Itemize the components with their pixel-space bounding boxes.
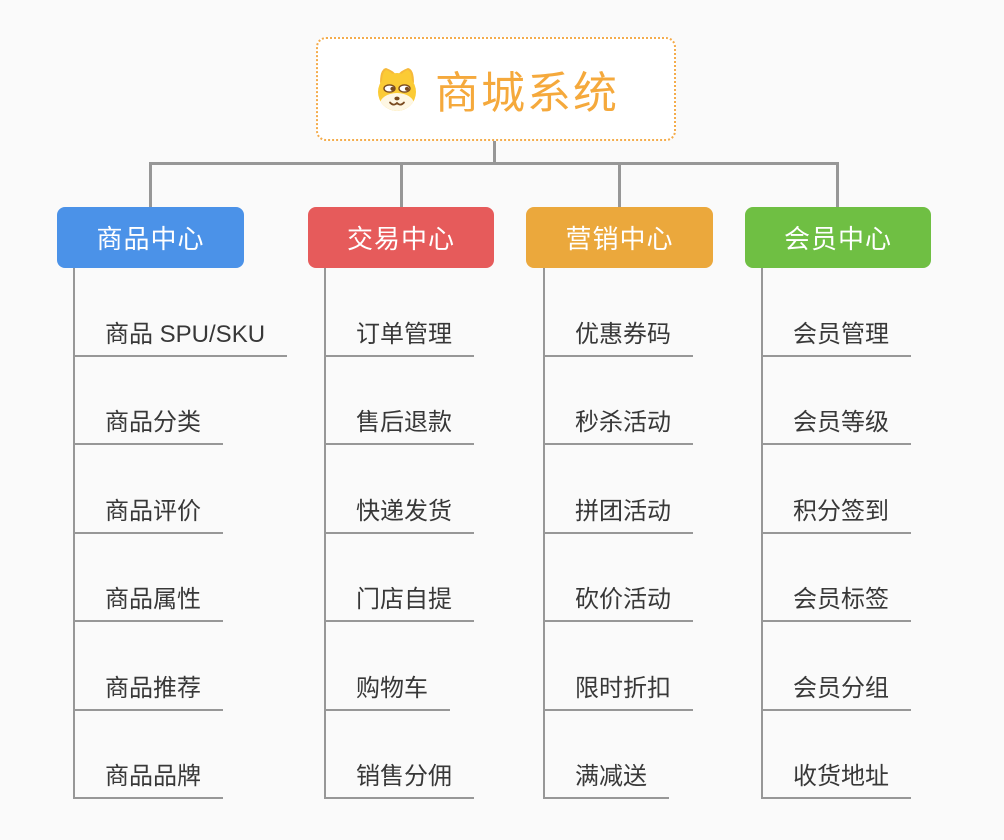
leaf-node-coupon-code[interactable]: 优惠券码	[543, 268, 693, 357]
connector-trunk-2	[324, 268, 326, 799]
leaf-node-product-review[interactable]: 商品评价	[73, 445, 223, 534]
leaf-node-order-management[interactable]: 订单管理	[324, 268, 474, 357]
leaf-node-product-attribute[interactable]: 商品属性	[73, 534, 223, 622]
leaf-node-time-limited-discount[interactable]: 限时折扣	[543, 622, 693, 711]
leaf-column-trade: 订单管理 售后退款 快递发货 门店自提 购物车 销售分佣	[324, 268, 474, 799]
root-title: 商城系统	[435, 69, 619, 118]
leaf-node-express-delivery[interactable]: 快递发货	[324, 445, 474, 534]
leaf-node-bargain-activity[interactable]: 砍价活动	[543, 534, 693, 622]
leaf-node-sales-commission[interactable]: 销售分佣	[324, 711, 474, 799]
leaf-node-flash-sale[interactable]: 秒杀活动	[543, 357, 693, 445]
leaf-node-store-pickup[interactable]: 门店自提	[324, 534, 474, 622]
connector-horizontal-bar	[149, 162, 839, 165]
leaf-column-member: 会员管理 会员等级 积分签到 会员标签 会员分组 收货地址	[761, 268, 911, 799]
branch-label: 营销中心	[565, 224, 674, 254]
connector-drop-1	[149, 162, 152, 208]
branch-label: 交易中心	[346, 224, 455, 254]
leaf-node-after-sale-refund[interactable]: 售后退款	[324, 357, 474, 445]
branch-node-marketing-center[interactable]: 营销中心	[526, 207, 713, 268]
leaf-node-member-group[interactable]: 会员分组	[761, 622, 911, 711]
branch-node-trade-center[interactable]: 交易中心	[308, 207, 494, 268]
leaf-node-shipping-address[interactable]: 收货地址	[761, 711, 911, 799]
leaf-node-group-buy[interactable]: 拼团活动	[543, 445, 693, 534]
leaf-node-member-management[interactable]: 会员管理	[761, 268, 911, 357]
connector-trunk-3	[543, 268, 545, 799]
leaf-node-full-reduction[interactable]: 满减送	[543, 711, 669, 799]
leaf-column-marketing: 优惠券码 秒杀活动 拼团活动 砍价活动 限时折扣 满减送	[543, 268, 693, 799]
leaf-node-shopping-cart[interactable]: 购物车	[324, 622, 450, 711]
leaf-node-product-brand[interactable]: 商品品牌	[73, 711, 223, 799]
branch-node-product-center[interactable]: 商品中心	[57, 207, 244, 268]
connector-trunk-4	[761, 268, 763, 799]
root-node-mall-system[interactable]: 商城系统	[316, 37, 676, 141]
leaf-node-member-tag[interactable]: 会员标签	[761, 534, 911, 622]
leaf-node-product-category[interactable]: 商品分类	[73, 357, 223, 445]
connector-drop-2	[400, 162, 403, 208]
branch-node-member-center[interactable]: 会员中心	[745, 207, 931, 268]
connector-root-stem	[493, 141, 496, 165]
dog-face-icon	[378, 68, 416, 111]
connector-trunk-1	[73, 268, 75, 799]
leaf-node-product-recommend[interactable]: 商品推荐	[73, 622, 223, 711]
leaf-column-product: 商品 SPU/SKU 商品分类 商品评价 商品属性 商品推荐 商品品牌	[73, 268, 288, 799]
branch-label: 会员中心	[783, 224, 892, 254]
leaf-node-points-checkin[interactable]: 积分签到	[761, 445, 911, 534]
connector-drop-3	[618, 162, 621, 208]
leaf-node-product-spu-sku[interactable]: 商品 SPU/SKU	[73, 268, 288, 357]
connector-drop-4	[836, 162, 839, 208]
leaf-node-member-level[interactable]: 会员等级	[761, 357, 911, 445]
branch-label: 商品中心	[96, 224, 205, 254]
